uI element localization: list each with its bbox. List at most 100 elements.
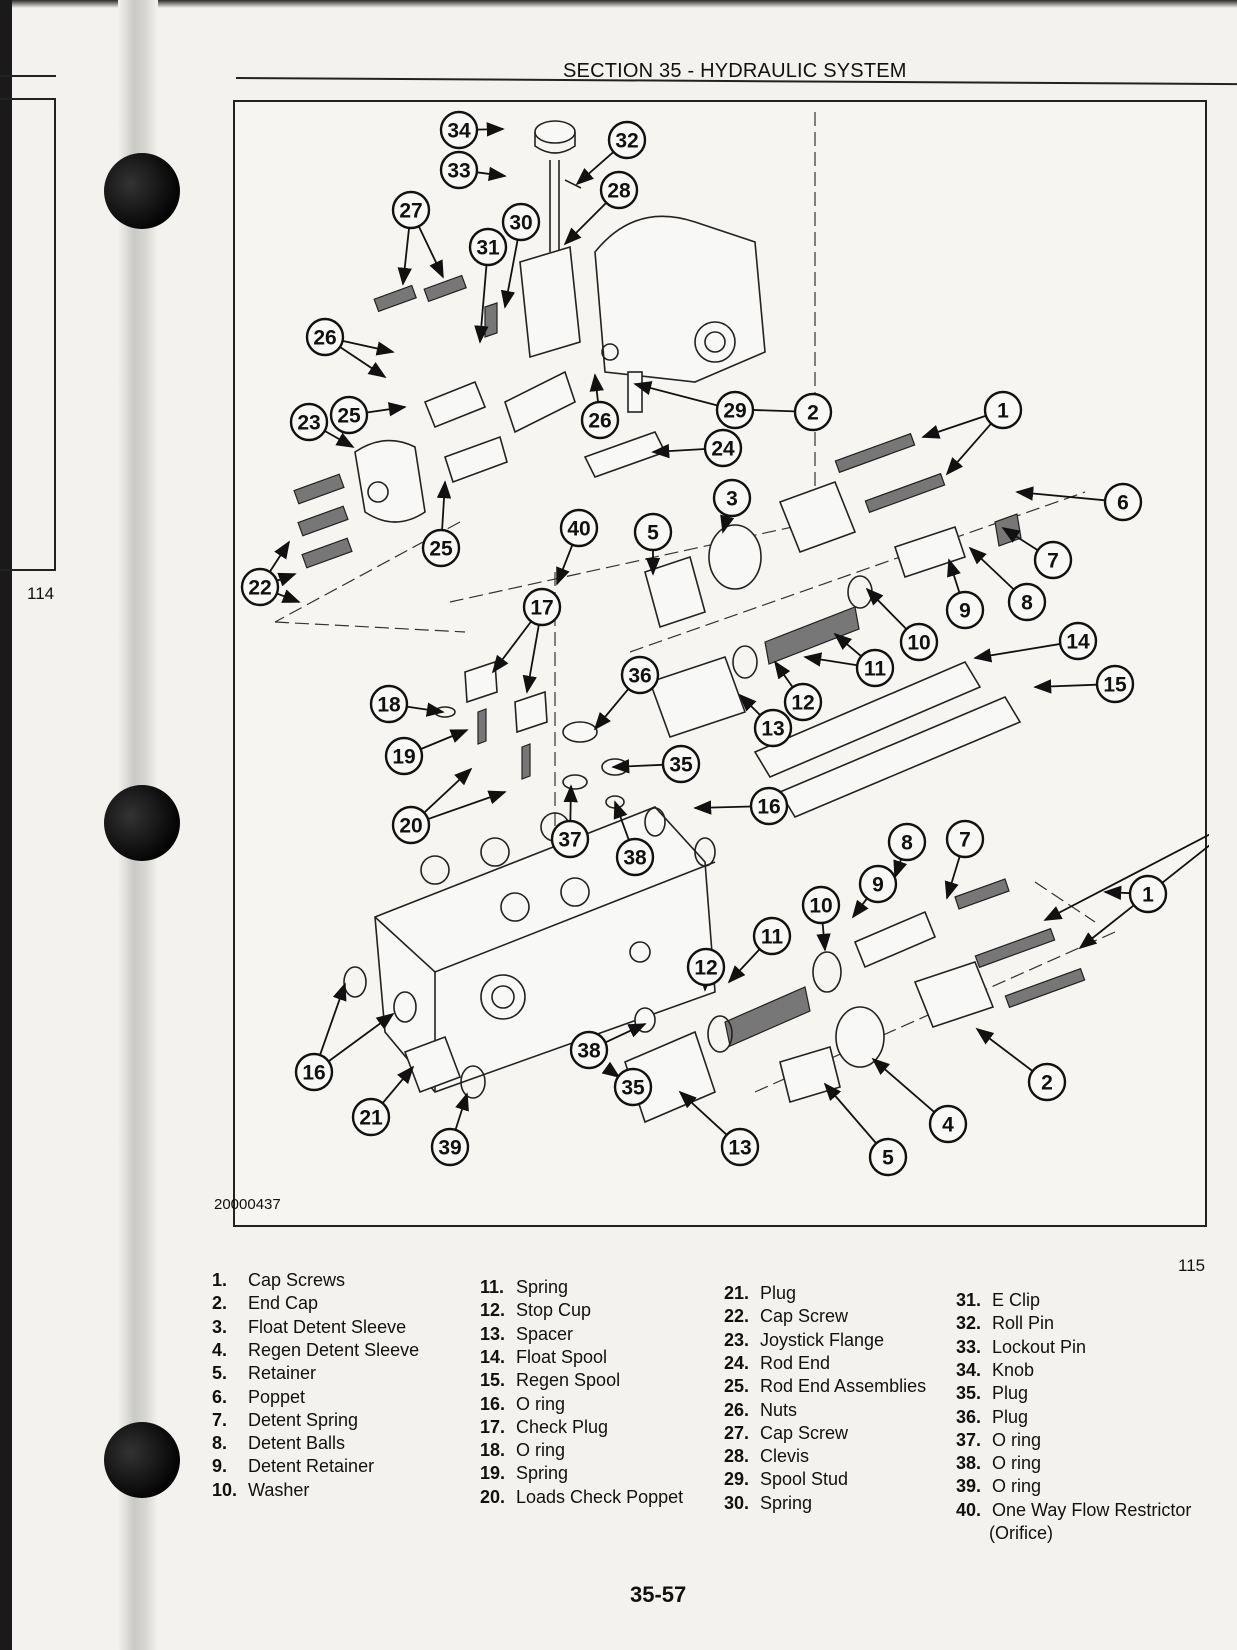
legend-item: 24.Rod End xyxy=(724,1353,830,1374)
callout-leader xyxy=(276,572,297,587)
valve-body-part xyxy=(374,806,716,1093)
svg-text:5: 5 xyxy=(882,1147,894,1170)
callout-leader xyxy=(651,443,706,459)
svg-text:29: 29 xyxy=(723,400,746,423)
callout-leader xyxy=(276,589,301,603)
legend-item-label: Joystick Flange xyxy=(760,1329,885,1350)
plug-36-part xyxy=(562,721,598,743)
callout-25: 25 xyxy=(329,395,369,435)
svg-text:1: 1 xyxy=(997,400,1009,423)
exploded-view-drawing: 3433322827303126232526292124632225405789… xyxy=(240,110,1209,1177)
callout-leader xyxy=(833,632,862,658)
svg-text:34: 34 xyxy=(447,120,471,143)
callout-33: 33 xyxy=(439,150,479,190)
svg-text:12: 12 xyxy=(791,692,814,715)
svg-text:20: 20 xyxy=(399,815,422,838)
svg-text:24: 24 xyxy=(711,438,735,461)
callout-19: 19 xyxy=(384,736,424,776)
svg-text:13: 13 xyxy=(761,718,784,741)
punch-hole-bottom xyxy=(104,1422,180,1498)
legend-item-label: Detent Retainer xyxy=(248,1456,375,1477)
legend-item-number: 30. xyxy=(724,1492,750,1513)
callout-7: 7 xyxy=(1033,540,1073,580)
legend-item-number: 4. xyxy=(212,1339,228,1360)
legend-item-number: 33. xyxy=(956,1336,982,1357)
callout-13: 13 xyxy=(720,1127,760,1167)
callout-leader xyxy=(476,122,505,137)
legend-item-label: Spool Stud xyxy=(760,1469,849,1490)
callout-9: 9 xyxy=(858,864,898,904)
svg-text:18: 18 xyxy=(377,694,401,717)
callout-leader xyxy=(589,373,604,403)
callout-8: 8 xyxy=(1007,582,1047,622)
callout-2: 2 xyxy=(1027,1062,1067,1102)
legend-item-label: O ring xyxy=(516,1440,566,1461)
svg-text:14: 14 xyxy=(1066,631,1090,654)
page-number: 35-57 xyxy=(630,1582,687,1607)
svg-text:40: 40 xyxy=(567,518,590,541)
svg-text:31: 31 xyxy=(476,237,500,260)
callout-35: 35 xyxy=(661,744,701,784)
legend-item: 32.Roll Pin xyxy=(956,1313,1054,1334)
legend-item: 27.Cap Screw xyxy=(724,1423,848,1444)
callout-leader xyxy=(522,624,540,694)
legend-item-number: 11. xyxy=(480,1277,505,1297)
check-plug-part xyxy=(464,660,498,704)
callout-leader xyxy=(427,790,507,820)
legend-item-label: Float Detent Sleeve xyxy=(248,1316,407,1337)
callout-leader xyxy=(945,422,992,476)
legend-item: 40.One Way Flow Restrictor xyxy=(956,1500,1191,1521)
legend-item-label: Spring xyxy=(760,1492,813,1513)
callout-2: 2 xyxy=(793,392,833,432)
callout-37: 37 xyxy=(550,819,590,859)
svg-text:15: 15 xyxy=(1103,674,1127,697)
callout-leader xyxy=(611,759,664,774)
callout-leader xyxy=(423,767,473,814)
callout-10: 10 xyxy=(801,885,841,925)
legend-item-label: O ring xyxy=(516,1393,566,1414)
callout-17: 17 xyxy=(522,587,562,627)
detent-retainer-lower-part xyxy=(853,910,937,969)
callout-leader xyxy=(871,1057,935,1113)
callout-leader xyxy=(1015,486,1106,502)
callout-28: 28 xyxy=(599,170,639,210)
callout-16: 16 xyxy=(749,786,789,826)
callout-leader xyxy=(1103,885,1131,900)
legend-item: 39.O ring xyxy=(956,1476,1041,1497)
callout-leader xyxy=(417,225,444,279)
joystick-flange-part xyxy=(354,439,426,523)
callout-leader xyxy=(947,558,961,594)
legend-item-number: 6. xyxy=(212,1386,228,1407)
callout-leader xyxy=(1043,833,1209,921)
callout-leader xyxy=(893,858,908,879)
callout-27: 27 xyxy=(391,190,431,230)
legend-item-number: 20. xyxy=(480,1486,506,1507)
legend-item: 4.Regen Detent Sleeve xyxy=(212,1340,419,1361)
svg-text:7: 7 xyxy=(1047,550,1059,573)
svg-text:2: 2 xyxy=(807,402,819,425)
legend-item-number: 22. xyxy=(724,1306,750,1327)
legend-item-number: 15. xyxy=(480,1370,506,1391)
callout-8: 8 xyxy=(887,822,927,862)
callout-leader xyxy=(268,540,290,573)
legend-item-number: 5. xyxy=(212,1363,228,1384)
callout-leader xyxy=(865,587,908,630)
legend-item-number: 3. xyxy=(212,1316,228,1337)
legend-item-number: 36. xyxy=(956,1406,982,1427)
legend-item-number: 10. xyxy=(212,1479,238,1500)
legend-item-label: Detent Balls xyxy=(248,1433,346,1454)
callout-1: 1 xyxy=(983,390,1023,430)
callout-leader xyxy=(454,1092,469,1131)
svg-text:11: 11 xyxy=(761,926,784,949)
callout-18: 18 xyxy=(369,684,409,724)
callout-38: 38 xyxy=(615,837,655,877)
legend-item-40-note: (Orifice) xyxy=(989,1523,1053,1543)
left-page-figure-number: 114 xyxy=(27,584,55,603)
legend-item: 29.Spool Stud xyxy=(724,1469,848,1490)
svg-text:33: 33 xyxy=(447,160,470,183)
legend-item-label: Float Spool xyxy=(516,1346,608,1367)
callout-31: 31 xyxy=(468,227,508,267)
figure-id: 20000437 xyxy=(214,1196,281,1213)
legend-item-label: Spring xyxy=(516,1463,569,1484)
legend-item: 21.Plug xyxy=(724,1283,796,1304)
